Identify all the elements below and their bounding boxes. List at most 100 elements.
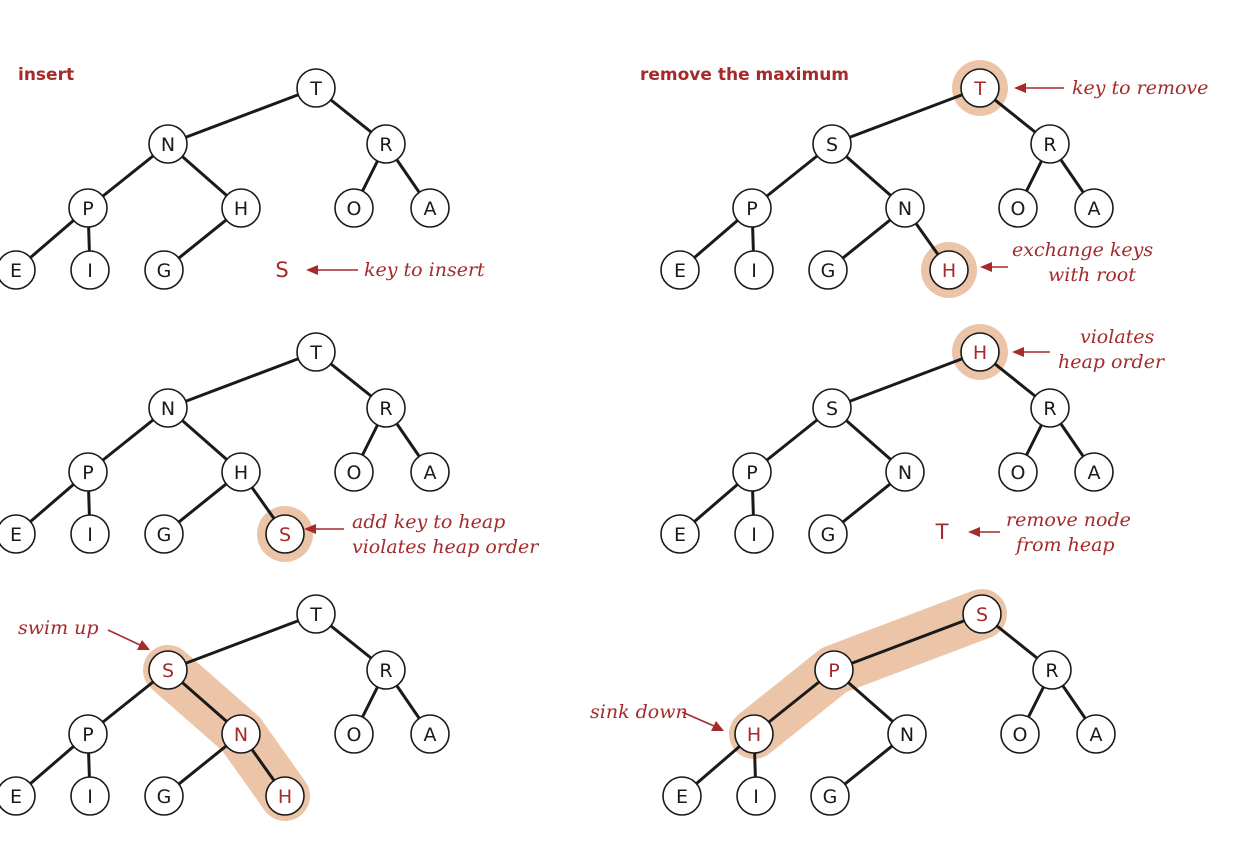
tree-edge: [751, 489, 755, 517]
node-circle: [814, 650, 854, 690]
node-key: E: [674, 524, 686, 546]
node-circle: [144, 250, 184, 290]
heap-node-t: T: [296, 68, 336, 108]
node-circle: [887, 714, 927, 754]
node-circle: [1000, 714, 1040, 754]
tree-edge: [993, 98, 1037, 134]
node-key: G: [821, 260, 836, 282]
node-key: E: [674, 260, 686, 282]
loose-key-t: T: [935, 520, 949, 544]
node-key: H: [234, 462, 248, 484]
heap-node-h: H: [929, 250, 969, 290]
node-circle: [998, 452, 1038, 492]
heap-node-o: O: [1000, 714, 1040, 754]
heap-node-a: A: [410, 188, 450, 228]
node-key: G: [157, 524, 172, 546]
node-key: I: [751, 524, 757, 546]
label-heap-order: heap order: [1058, 351, 1166, 373]
node-circle: [998, 188, 1038, 228]
heap-node-r: R: [1030, 124, 1070, 164]
heap-node-o: O: [334, 714, 374, 754]
node-circle: [1032, 650, 1072, 690]
label-from-heap: from heap: [1014, 534, 1115, 556]
node-circle: [148, 388, 188, 428]
node-circle: [334, 452, 374, 492]
tree-edge: [329, 98, 373, 134]
node-key: O: [347, 462, 362, 484]
heap-node-o: O: [998, 188, 1038, 228]
node-key: P: [82, 198, 93, 220]
node-circle: [808, 514, 848, 554]
tree-edge: [180, 155, 229, 197]
tree-edge: [1026, 685, 1046, 719]
node-key: N: [234, 724, 248, 746]
node-key: P: [746, 462, 757, 484]
heap-node-g: G: [144, 514, 184, 554]
node-key: I: [87, 260, 93, 282]
tree-edge: [753, 751, 757, 779]
node-circle: [1074, 188, 1114, 228]
node-circle: [0, 250, 36, 290]
heap-node-t: T: [960, 68, 1000, 108]
node-circle: [812, 388, 852, 428]
heap-node-s: S: [962, 594, 1002, 634]
heap-node-r: R: [366, 388, 406, 428]
tree-edge: [87, 751, 91, 779]
arrow-head: [304, 524, 316, 534]
tree-edge: [841, 218, 892, 260]
node-key: P: [82, 724, 93, 746]
heap-node-g: G: [808, 250, 848, 290]
node-circle: [1030, 388, 1070, 428]
node-circle: [296, 68, 336, 108]
node-circle: [1076, 714, 1116, 754]
node-circle: [366, 650, 406, 690]
node-key: T: [973, 78, 986, 100]
heap-node-i: I: [70, 776, 110, 816]
node-key: P: [746, 198, 757, 220]
node-key: E: [10, 260, 22, 282]
heap-node-t: T: [296, 332, 336, 372]
node-circle: [0, 776, 36, 816]
tree-edge: [1061, 684, 1087, 720]
node-key: O: [347, 198, 362, 220]
heap-node-p: P: [68, 452, 108, 492]
heap-node-a: A: [1076, 714, 1116, 754]
node-key: O: [1013, 724, 1028, 746]
node-key: N: [161, 398, 175, 420]
heap-node-r: R: [366, 650, 406, 690]
tree-edge: [180, 419, 229, 461]
heap-node-i: I: [734, 514, 774, 554]
heap-node-r: R: [1032, 650, 1072, 690]
node-circle: [960, 68, 1000, 108]
node-key: G: [157, 260, 172, 282]
heap-node-n: N: [887, 714, 927, 754]
node-key: O: [347, 724, 362, 746]
node-circle: [410, 452, 450, 492]
node-circle: [929, 250, 969, 290]
tree-edge: [177, 744, 228, 786]
tree-edge: [767, 680, 821, 724]
tree-edge: [184, 619, 300, 665]
node-key: S: [162, 660, 174, 682]
tree-edge: [844, 155, 893, 197]
node-key: N: [161, 134, 175, 156]
tree-edge: [87, 225, 91, 253]
node-circle: [221, 714, 261, 754]
node-circle: [221, 188, 261, 228]
node-key: H: [234, 198, 248, 220]
heap-node-e: E: [660, 250, 700, 290]
heap-node-i: I: [70, 250, 110, 290]
arrow-head: [968, 527, 980, 537]
heap-node-h: H: [221, 188, 261, 228]
label-add-key-to-heap: add key to heap: [352, 511, 505, 533]
node-key: T: [309, 604, 322, 626]
node-key: A: [424, 198, 437, 220]
tree-edge: [180, 681, 229, 723]
label-violates-heap-order: violates heap order: [352, 536, 540, 558]
node-key: T: [309, 78, 322, 100]
